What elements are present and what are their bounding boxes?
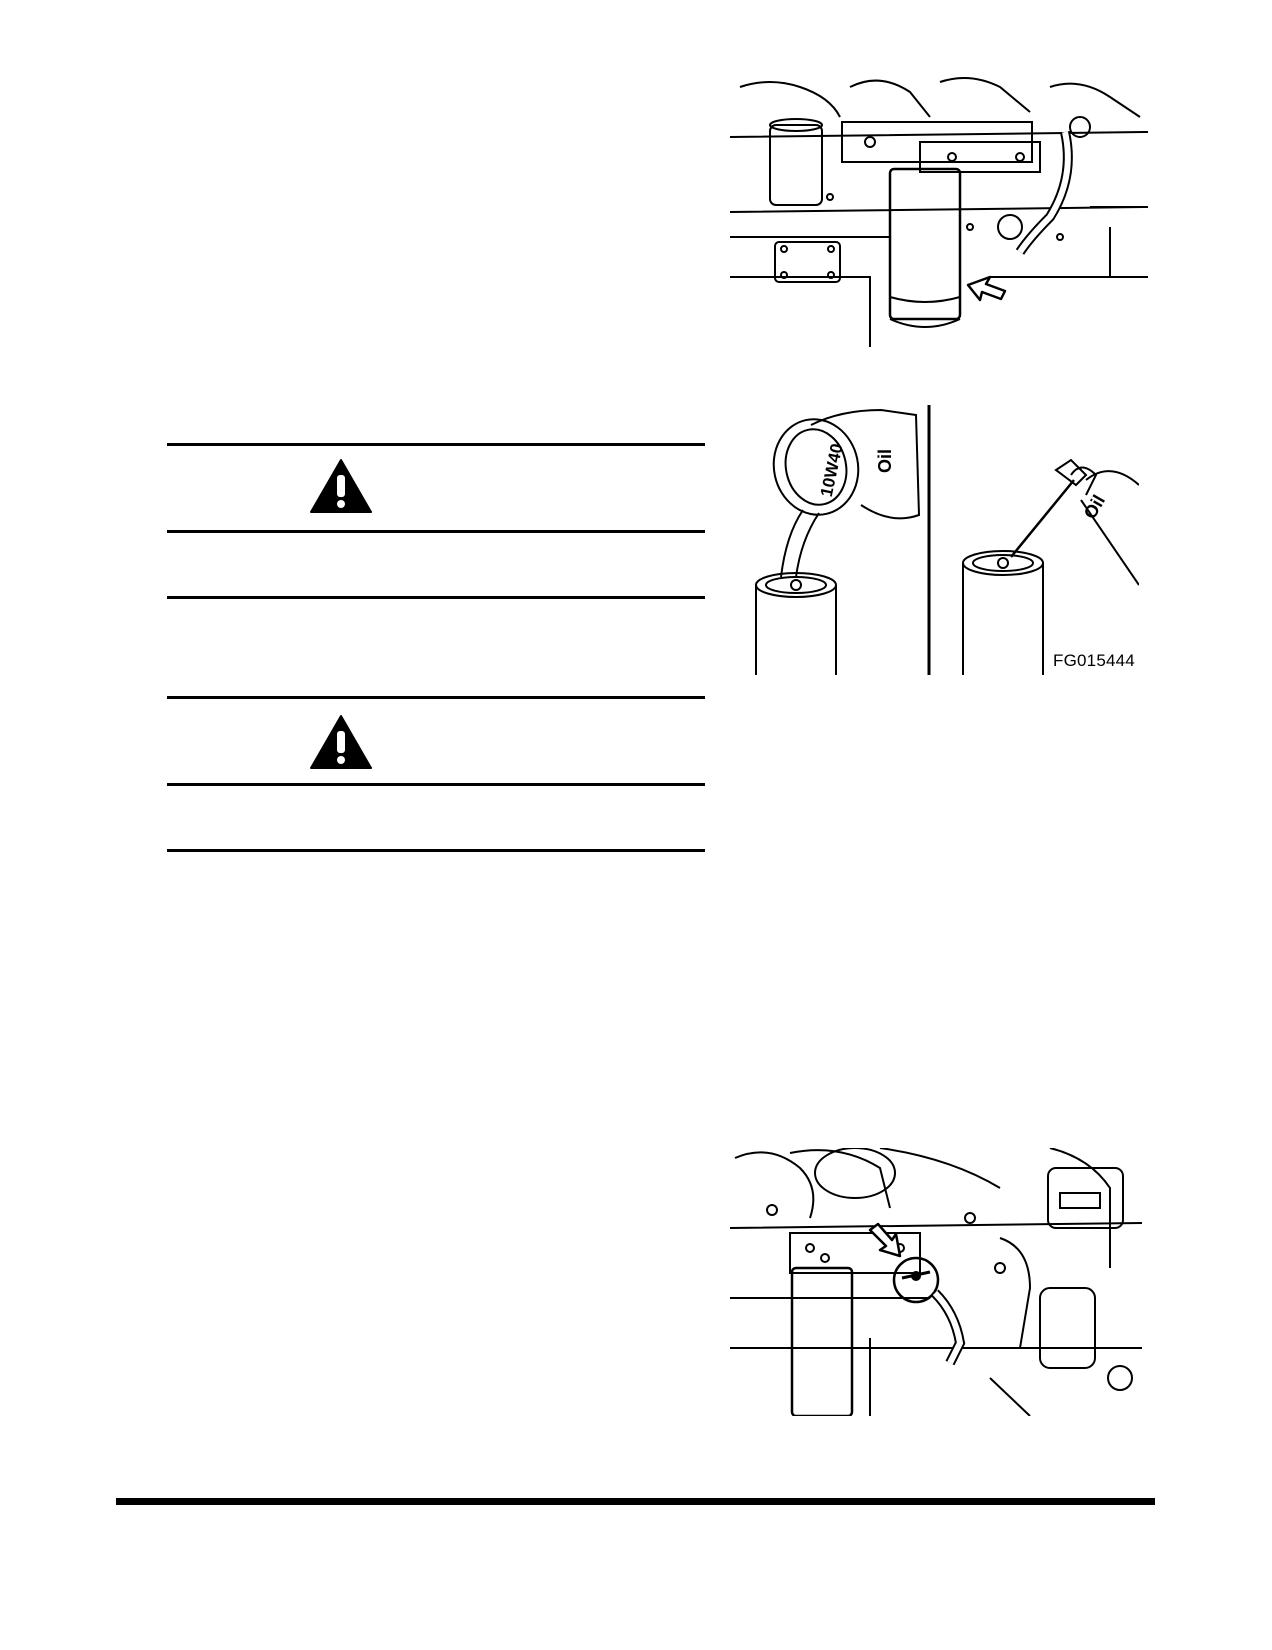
footer-rule	[116, 1498, 1155, 1505]
warning-1-header-rule	[167, 530, 705, 533]
warning-triangle-icon	[310, 715, 372, 769]
oil-filter-arrow-illustration	[730, 77, 1148, 347]
warning-triangle-icon	[310, 459, 372, 513]
warning-1-bottom-rule	[167, 596, 705, 599]
label-oil-right: Oil	[1080, 492, 1109, 523]
label-oil-left: Oil	[875, 449, 895, 473]
drain-valve-arrow-illustration	[730, 1148, 1142, 1416]
warning-2-header-rule	[167, 783, 705, 786]
warning-2-bottom-rule	[167, 849, 705, 852]
figure-code: FG015444	[1053, 651, 1135, 670]
oil-priming-illustration: 10W40 Oil Oil	[755, 405, 1139, 675]
figure-oil-filter-priming: 10W40 Oil Oil FG015444	[741, 405, 1139, 675]
figure-oil-filter-drain	[730, 1148, 1142, 1416]
warning-2-top-rule	[167, 696, 705, 699]
figure-oil-filter-location	[730, 77, 1148, 347]
warning-1-top-rule	[167, 443, 705, 446]
